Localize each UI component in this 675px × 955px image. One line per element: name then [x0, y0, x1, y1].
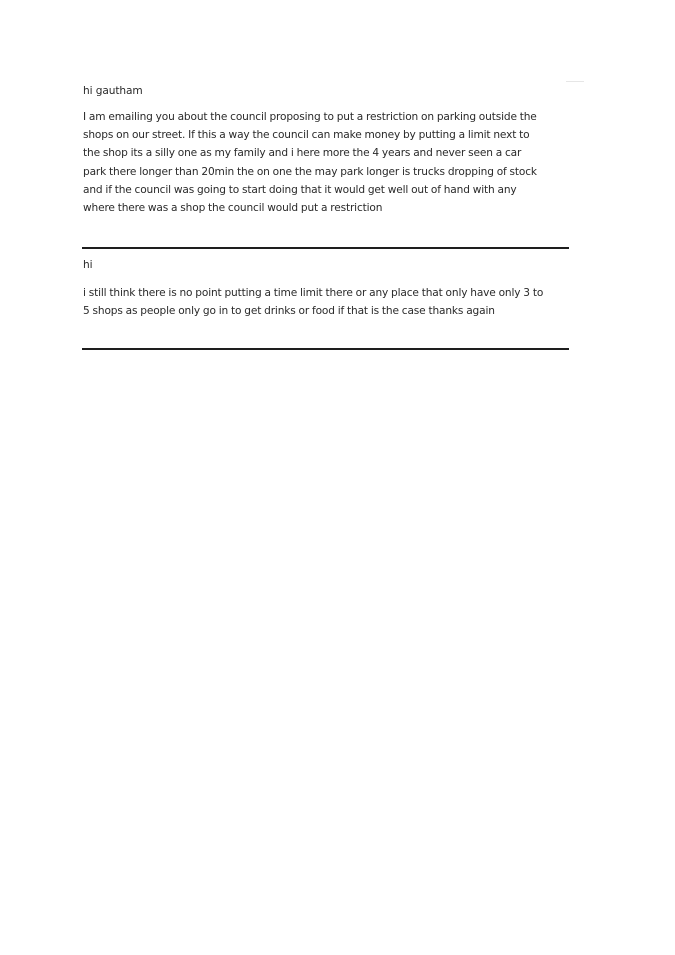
body-line: the shop its a silly one as my family an…: [83, 147, 522, 160]
body-line: park there longer than 20min the on one …: [83, 165, 537, 178]
response-2: hi: [83, 258, 569, 272]
divider-2: [82, 348, 569, 350]
body-line: where there was a shop the council would…: [83, 202, 383, 215]
body-line: shops on our street. If this a way the c…: [83, 129, 530, 142]
response-1: hi gautham: [83, 84, 569, 98]
response-1-body: I am emailing you about the council prop…: [83, 108, 569, 217]
greeting-1: hi gautham: [83, 85, 143, 97]
response-2-body: i still think there is no point putting …: [83, 284, 569, 320]
body-line: i still think there is no point putting …: [83, 287, 544, 299]
corner-mark: [566, 81, 584, 82]
body-line: I am emailing you about the council prop…: [83, 111, 537, 123]
body-line: and if the council was going to start do…: [83, 183, 517, 196]
divider-1: [82, 247, 569, 249]
greeting-2: hi: [83, 259, 93, 271]
body-line: 5 shops as people only go in to get drin…: [83, 305, 495, 318]
